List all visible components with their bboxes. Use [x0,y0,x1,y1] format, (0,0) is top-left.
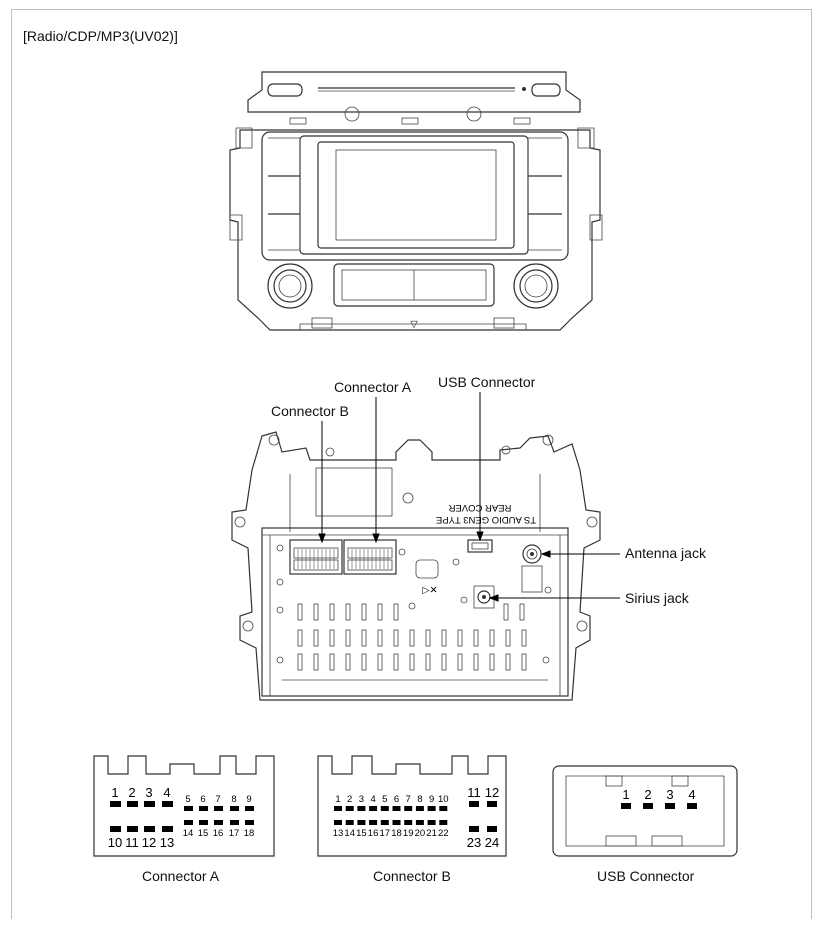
pin-terminal [369,806,378,811]
pin-terminal [469,801,479,807]
pin-number-label: 8 [417,794,422,805]
pin-number-label: 2 [128,785,135,800]
svg-text:TS AUDIO GEN3 TYPE: TS AUDIO GEN3 TYPE [436,514,536,525]
pin-number-label: 6 [394,794,399,805]
pin-terminal [392,820,401,825]
pin-number-label: 6 [200,794,205,805]
pin-terminal [345,806,354,811]
pin-number-label: 3 [359,794,364,805]
pin-terminal [334,820,342,825]
callout-usb-connector: USB Connector [438,374,536,390]
pin-terminal [345,820,354,825]
pin-number-label: 21 [426,828,437,839]
pin-number-label: 12 [142,835,156,850]
pin-terminal [487,801,497,807]
pin-number-label: 2 [644,787,651,802]
pin-number-label: 9 [429,794,434,805]
pin-number-label: 16 [213,828,224,839]
pin-number-label: 24 [485,835,499,850]
frame-right-border [811,9,812,919]
pin-number-label: 2 [347,794,352,805]
pin-number-label: 1 [622,787,629,802]
pin-number-label: 14 [344,828,355,839]
pin-number-label: 15 [356,828,367,839]
pin-number-label: 18 [391,828,402,839]
pin-number-label: 20 [415,828,426,839]
pin-number-label: 14 [183,828,194,839]
pin-number-label: 5 [382,794,387,805]
frame-top-border [11,9,811,10]
pin-number-label: 11 [467,785,481,800]
connector-b-caption: Connector B [373,868,451,884]
pin-number-label: 5 [185,794,190,805]
pin-number-label: 18 [244,828,255,839]
callout-connector-b: Connector B [271,403,349,419]
pin-terminal [357,820,366,825]
pin-number-label: 4 [163,785,170,800]
pin-number-label: 23 [467,835,481,850]
pin-terminal [404,806,413,811]
pin-terminal [334,806,342,811]
pin-number-label: 4 [370,794,375,805]
pin-terminal [427,806,436,811]
pin-number-label: 1 [335,794,340,805]
pin-number-label: 8 [231,794,236,805]
pin-number-label: 12 [485,785,499,800]
usb-connector-caption: USB Connector [597,868,695,884]
svg-text:▷✕: ▷✕ [422,585,437,596]
frame-left-border [11,9,12,919]
pin-terminal [380,806,389,811]
pin-number-label: 11 [125,835,139,850]
pin-number-label: 16 [368,828,379,839]
page-title: [Radio/CDP/MP3(UV02)] [23,28,178,44]
pin-number-label: 3 [145,785,152,800]
pin-terminal [392,806,401,811]
pin-terminal [369,820,378,825]
connector-a-caption: Connector A [142,868,220,884]
pin-terminal [415,820,424,825]
pin-terminal [427,820,436,825]
pin-terminal [415,806,424,811]
pin-number-label: 13 [333,828,344,839]
pin-number-label: 17 [380,828,391,839]
pin-terminal [439,820,448,825]
pin-terminal [380,820,389,825]
pin-number-label: 17 [229,828,240,839]
pin-terminal [469,826,479,832]
pin-number-label: 3 [666,787,673,802]
pin-number-label: 9 [246,794,251,805]
pin-number-label: 13 [160,835,174,850]
pin-number-label: 4 [688,787,695,802]
callout-connector-a: Connector A [334,379,412,395]
callout-antenna-jack: Antenna jack [625,545,706,561]
pin-number-label: 10 [438,794,449,805]
pin-terminal [439,806,448,811]
pin-number-label: 22 [438,828,449,839]
pin-number-label: 1 [111,785,118,800]
pin-terminal [487,826,497,832]
pin-number-label: 10 [108,835,122,850]
pin-terminal [404,820,413,825]
pin-number-label: 7 [215,794,220,805]
callout-sirius-jack: Sirius jack [625,590,689,606]
svg-text:▽: ▽ [410,319,418,330]
pin-terminal [357,806,366,811]
pin-number-label: 19 [403,828,414,839]
pin-number-label: 7 [406,794,411,805]
pin-number-label: 15 [198,828,209,839]
